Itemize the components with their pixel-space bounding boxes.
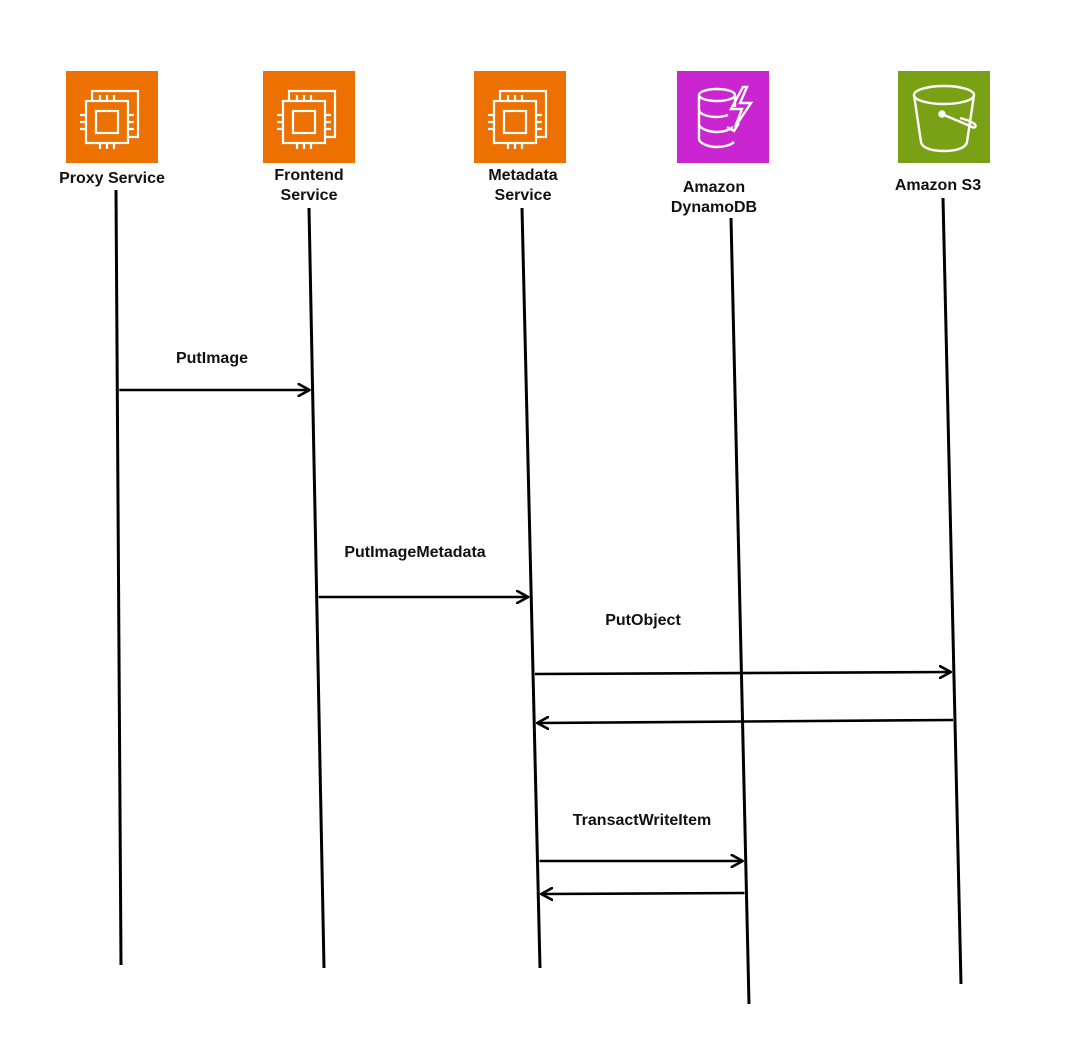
participant-label-amazon-s3: Amazon S3 bbox=[894, 177, 982, 194]
participant-label-frontend-service: Frontend Service bbox=[274, 167, 344, 204]
ec2-icon-background bbox=[263, 71, 355, 163]
message-label-transactwriteitem: TransactWriteItem bbox=[572, 812, 712, 829]
message-label-putobject: PutObject bbox=[605, 612, 681, 629]
ec2-instance-icon bbox=[263, 71, 355, 163]
message-label-putimagemetadata: PutImageMetadata bbox=[344, 544, 486, 561]
message-arrow-metadata-to-s3 bbox=[534, 672, 950, 674]
participant-label-metadata-service: Metadata Service bbox=[488, 167, 558, 204]
lifeline-metadata bbox=[520, 207, 542, 969]
message-label-putimage: PutImage bbox=[175, 350, 248, 367]
ec2-instance-icon bbox=[474, 71, 566, 163]
message-arrow-s3-to-metadata bbox=[538, 720, 954, 723]
participant-label-proxy-service: Proxy Service bbox=[59, 170, 165, 187]
dynamodb-icon bbox=[677, 71, 769, 163]
lifeline-proxy bbox=[114, 189, 123, 966]
ec2-instance-icon bbox=[66, 71, 158, 163]
lifeline-dynamodb bbox=[729, 217, 751, 1005]
message-arrow-dynamodb-to-metadata bbox=[542, 893, 745, 894]
lifeline-s3 bbox=[941, 197, 963, 985]
ec2-icon-background bbox=[66, 71, 158, 163]
participant-label-amazon-dynamodb: Amazon DynamoDB bbox=[670, 179, 758, 216]
ec2-icon-background bbox=[474, 71, 566, 163]
s3-bucket-icon bbox=[898, 71, 990, 163]
lifeline-frontend bbox=[307, 207, 326, 969]
